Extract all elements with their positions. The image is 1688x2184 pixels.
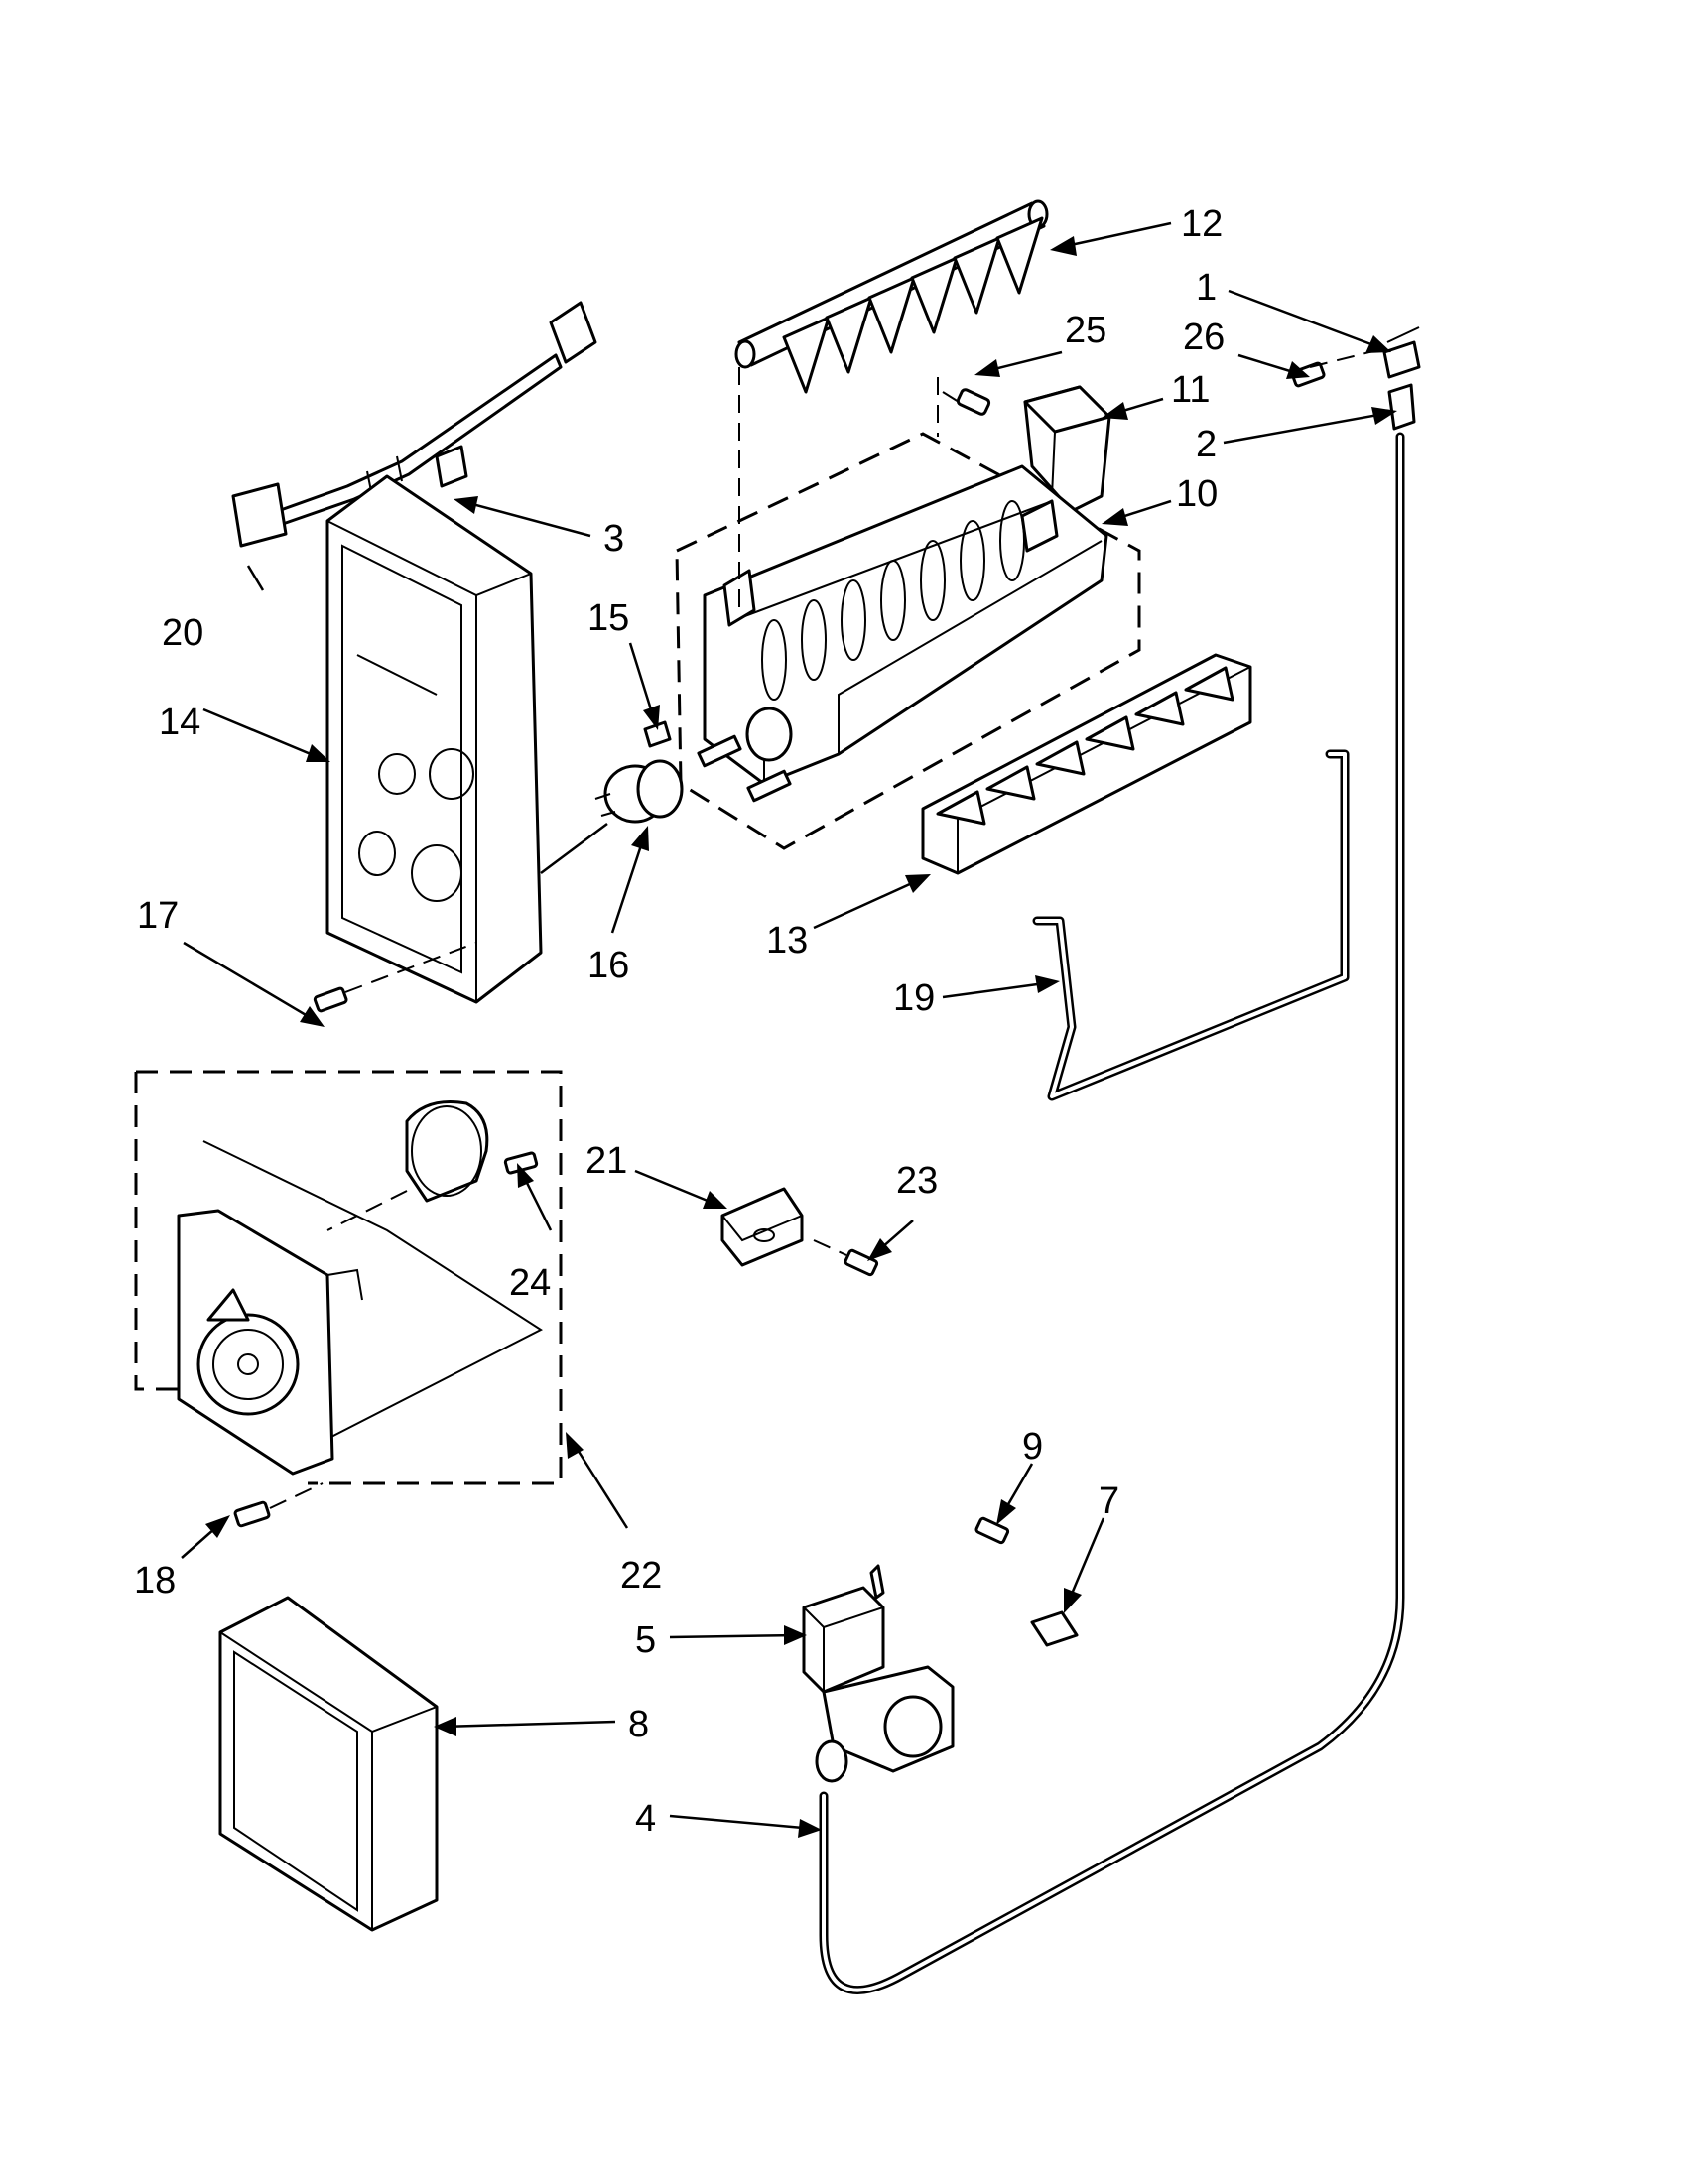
callout-14: 14 <box>159 702 200 743</box>
stripper <box>921 653 1252 875</box>
motor <box>326 1099 539 1231</box>
water-tube <box>819 432 1405 1994</box>
callout-10: 10 <box>1176 473 1218 515</box>
callout-23: 23 <box>896 1160 938 1202</box>
cover <box>218 1596 439 1932</box>
callout-9: 9 <box>1022 1426 1043 1468</box>
callout-8: 8 <box>628 1704 649 1745</box>
callout-4: 4 <box>635 1798 656 1840</box>
callout-18: 18 <box>134 1560 176 1602</box>
harness-clip <box>435 445 468 488</box>
fittings <box>1290 326 1421 431</box>
ice-mold <box>675 432 1141 850</box>
screw-17 <box>313 942 477 1013</box>
callout-3: 3 <box>603 518 624 560</box>
screw-25 <box>942 388 991 416</box>
screw-18 <box>233 1482 324 1528</box>
leaders <box>181 221 1397 1838</box>
thermostat <box>540 720 684 875</box>
fill-cup <box>1023 385 1111 513</box>
control-housing <box>325 474 543 1004</box>
callout-22: 22 <box>620 1555 662 1597</box>
bracket <box>720 1187 804 1267</box>
screw-23 <box>813 1239 879 1277</box>
callout-labels: 12 1 26 2 25 11 10 13 19 3 20 15 14 16 1… <box>134 203 1225 1840</box>
callout-1: 1 <box>1196 267 1217 309</box>
callout-12: 12 <box>1181 203 1223 245</box>
water-valve <box>802 1564 955 1783</box>
callout-25: 25 <box>1065 310 1106 351</box>
callout-26: 26 <box>1183 317 1225 358</box>
ejector-shaft <box>734 199 1049 394</box>
module-assembly <box>134 1070 563 1485</box>
callout-24: 24 <box>509 1262 551 1304</box>
callout-5: 5 <box>635 1619 656 1661</box>
callout-21: 21 <box>585 1140 627 1182</box>
shut-off-arm <box>1032 749 1350 1101</box>
callout-16: 16 <box>587 945 629 986</box>
callout-2: 2 <box>1196 424 1217 465</box>
callout-7: 7 <box>1099 1480 1119 1522</box>
callout-11: 11 <box>1171 369 1210 411</box>
callout-17: 17 <box>137 895 179 937</box>
callout-19: 19 <box>893 977 935 1019</box>
callout-13: 13 <box>766 920 808 962</box>
callout-20: 20 <box>162 612 203 654</box>
callout-15: 15 <box>587 597 629 639</box>
screw-9 <box>974 1516 1010 1545</box>
tube-clip <box>1030 1610 1079 1647</box>
wire-harness <box>231 301 597 548</box>
